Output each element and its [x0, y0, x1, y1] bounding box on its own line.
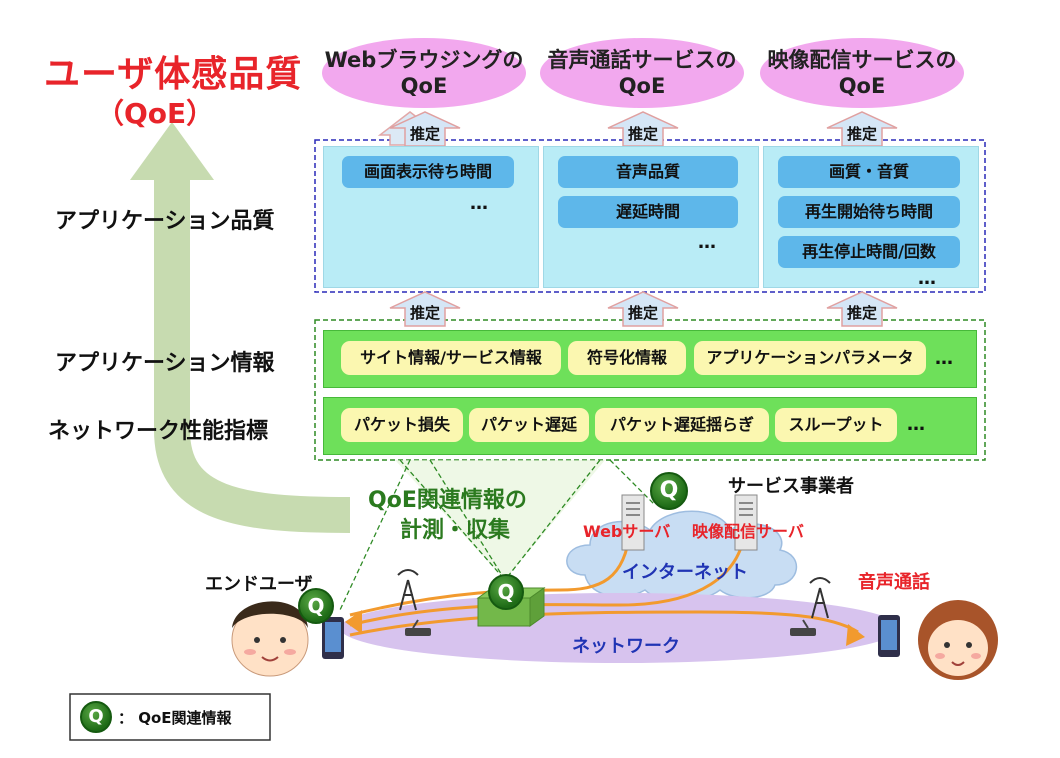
web-server-icon: [621, 494, 645, 551]
video-server-icon: [734, 494, 758, 551]
app-quality-outline: [314, 139, 986, 293]
measure-cone-fill: [395, 460, 605, 580]
ellipsis-app-info: …: [935, 348, 954, 369]
legend-q-symbol: Q: [80, 701, 112, 733]
big-curved-arrow: [154, 175, 351, 533]
quality-item-video-0: 画質・音質: [778, 156, 960, 188]
estimate-label-top-web: 推定: [409, 125, 440, 143]
measure-label-line1: QoE関連情報の: [368, 488, 527, 513]
phone-left-icon: [322, 617, 344, 659]
layer-label-network: ネットワーク性能指標: [48, 419, 269, 444]
antenna-left-icon: [397, 569, 419, 611]
router-right-icon: [790, 619, 816, 636]
network-item-2: パケット遅延揺らぎ: [595, 408, 769, 442]
estimate-arrow-mid-web: [389, 291, 461, 327]
q-marker-server: Q: [650, 472, 688, 510]
quality-item-video-1: 再生開始待ち時間: [778, 196, 960, 228]
qoe-title: ユーザ体感品質: [44, 54, 303, 95]
service-provider-label: サービス事業者: [728, 476, 854, 497]
app-info-item-1: 符号化情報: [568, 341, 686, 375]
ellipsis-voice: …: [698, 232, 717, 253]
estimate-label-mid-video: 推定: [846, 304, 877, 322]
estimate-label-mid-web: 推定: [409, 304, 440, 322]
big-arrow-head: [130, 122, 214, 180]
app-info-item-0: サイト情報/サービス情報: [341, 341, 561, 375]
estimate-arrow-top-web: [389, 111, 461, 147]
measure-label-line2: 計測・収集: [400, 518, 511, 543]
q-marker-end-user: Q: [298, 588, 334, 624]
estimate-arrow-mid-video: [826, 291, 898, 327]
phone-right-icon: [878, 615, 900, 657]
green-rows-outline: [314, 319, 986, 461]
web-server-label: Webサーバ: [583, 522, 671, 541]
router-left-icon: [405, 619, 431, 636]
estimate-label-top-voice: 推定: [627, 125, 658, 143]
app-info-item-2: アプリケーションパラメータ: [694, 341, 926, 375]
estimate-arrow-mid-voice: [607, 291, 679, 327]
layer-label-app-info: アプリケーション情報: [55, 351, 275, 376]
internet-label: インターネット: [622, 562, 748, 583]
qoe-title-sub: （QoE）: [96, 97, 215, 130]
estimate-label-mid-voice: 推定: [627, 304, 658, 322]
estimate-label-top-video: 推定: [846, 125, 877, 143]
antenna-right-icon: [809, 577, 831, 619]
estimate-arrow-top-voice: [607, 111, 679, 147]
end-user-label: エンドユーザ: [205, 574, 313, 595]
quality-item-video-2: 再生停止時間/回数: [778, 236, 960, 268]
voice-user-face-icon: [918, 600, 998, 680]
ellipsis-video: …: [918, 268, 937, 289]
quality-item-voice-0: 音声品質: [558, 156, 738, 188]
estimate-arrow-top-video: [826, 111, 898, 147]
quality-item-web-0: 画面表示待ち時間: [342, 156, 514, 188]
network-item-3: スループット: [775, 408, 897, 442]
network-label: ネットワーク: [572, 636, 680, 657]
network-item-0: パケット損失: [341, 408, 463, 442]
ellipsis-web: …: [470, 193, 489, 214]
legend-text: ： QoE関連情報: [118, 709, 232, 727]
ellipsis-network: …: [907, 414, 926, 435]
quality-item-voice-1: 遅延時間: [558, 196, 738, 228]
network-item-1: パケット遅延: [469, 408, 589, 442]
voice-call-label: 音声通話: [858, 572, 930, 593]
video-server-label: 映像配信サーバ: [692, 522, 804, 541]
end-user-face-icon: [231, 601, 309, 677]
layer-label-app-quality: アプリケーション品質: [55, 209, 275, 234]
q-marker-network: Q: [488, 574, 524, 610]
